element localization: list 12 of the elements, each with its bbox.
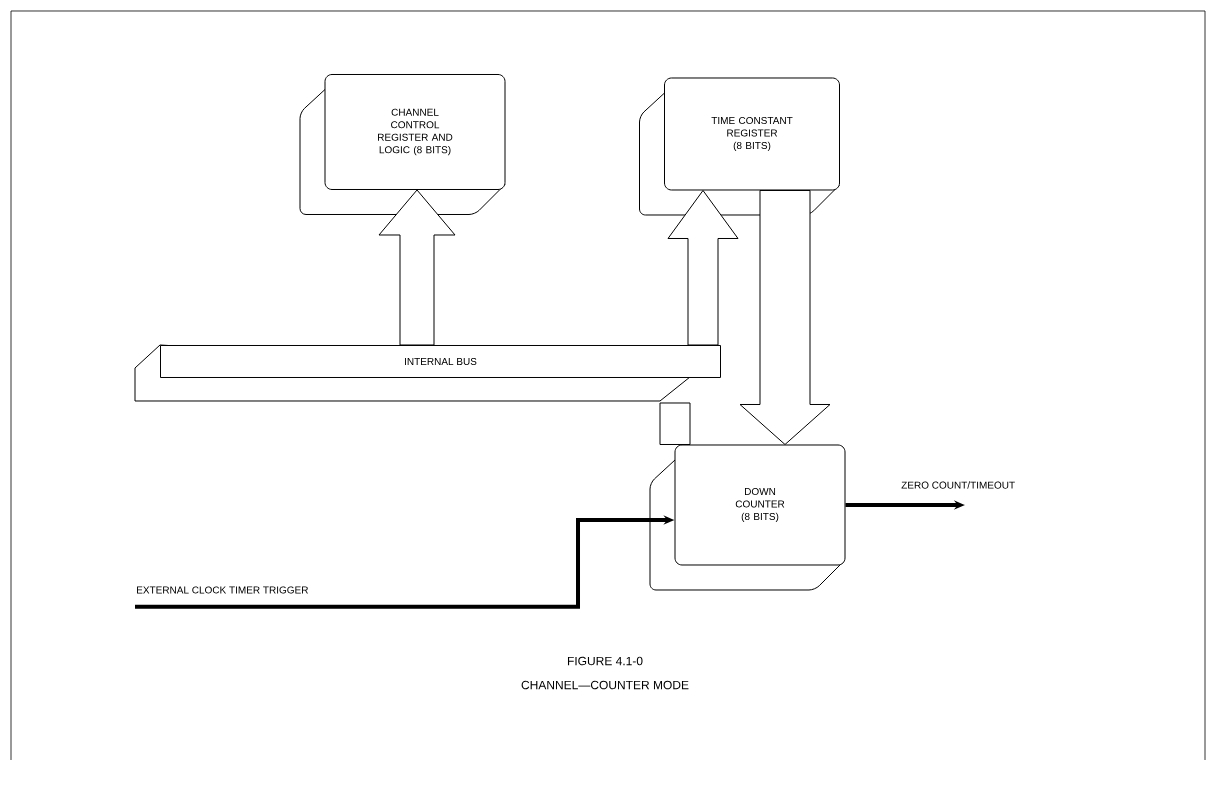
register-box: TIME CONSTANT REGISTER (8 BITS) (639, 77, 840, 216)
figure-caption: CHANNEL—COUNTER MODE (521, 680, 689, 690)
bus-band: INTERNAL BUS (134, 344, 721, 402)
figure-title: FIGURE 4.1-0 (568, 656, 643, 666)
register-box: CHANNEL CONTROL REGISTER AND LOGIC (8 BITS) (299, 74, 506, 215)
signal-label: EXTERNAL CLOCK TIMER TRIGGER (137, 586, 308, 594)
signal-label: ZERO COUNT/TIMEOUT (901, 481, 1015, 489)
hollow-arrow (739, 190, 831, 445)
bus-band-link (659, 402, 691, 445)
hollow-arrow (667, 190, 739, 346)
register-box: DOWN COUNTER (8 BITS) (649, 444, 846, 591)
hollow-arrow (378, 189, 456, 346)
